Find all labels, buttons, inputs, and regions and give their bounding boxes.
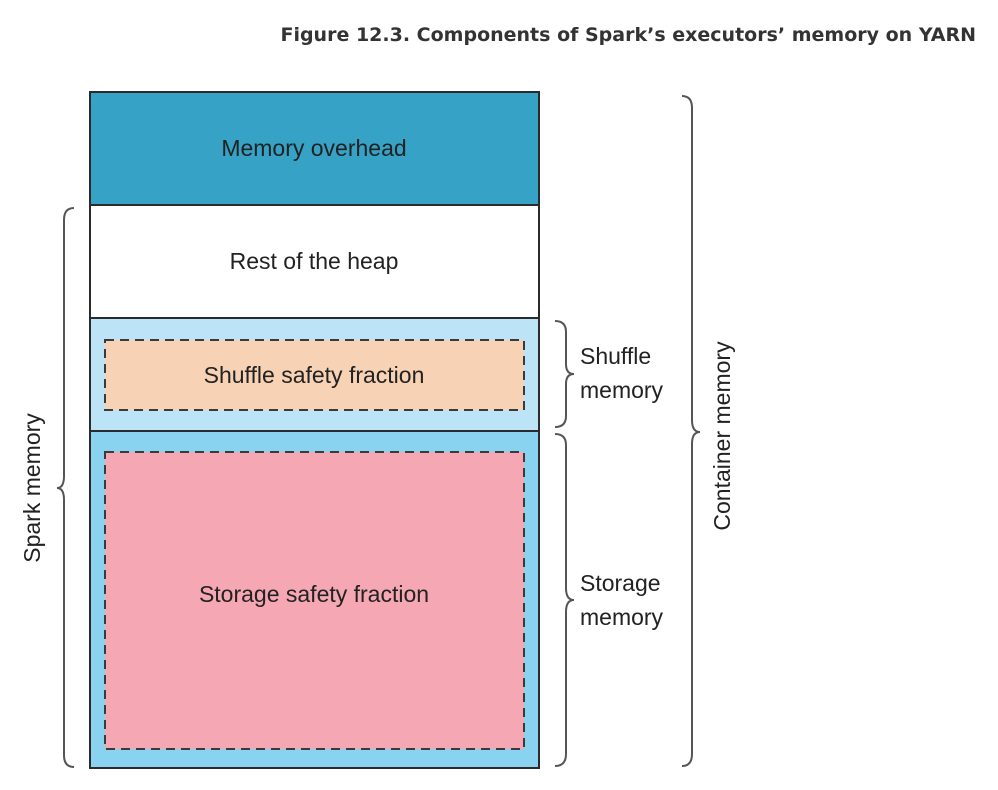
container-memory-label: Container memory bbox=[709, 341, 735, 531]
spark-memory-label: Spark memory bbox=[19, 413, 45, 563]
storage-memory-line-2: memory bbox=[580, 604, 664, 630]
storage-memory-brace bbox=[554, 433, 575, 767]
figure-caption: Figure 12.3. Components of Spark’s execu… bbox=[280, 24, 976, 46]
shuffle-memory-label: Shuffle memory bbox=[580, 343, 664, 403]
storage-safety-fraction-label: Storage safety fraction bbox=[199, 581, 429, 607]
shuffle-safety-fraction-block bbox=[104, 339, 525, 411]
rest-of-heap-label: Rest of the heap bbox=[230, 248, 399, 274]
shuffle-memory-brace bbox=[554, 320, 575, 428]
storage-memory-line-1: Storage bbox=[580, 570, 661, 596]
shuffle-memory-line-2: memory bbox=[580, 377, 664, 403]
storage-safety-fraction-block bbox=[104, 451, 525, 750]
shuffle-safety-fraction-label: Shuffle safety fraction bbox=[204, 362, 425, 388]
memory-overhead-label: Memory overhead bbox=[221, 135, 406, 161]
container-memory-brace bbox=[681, 95, 701, 767]
storage-memory-label: Storage memory bbox=[580, 570, 667, 630]
memory-overhead-block bbox=[89, 91, 540, 206]
shuffle-memory-line-1: Shuffle bbox=[580, 343, 651, 369]
spark-memory-brace bbox=[56, 207, 75, 768]
